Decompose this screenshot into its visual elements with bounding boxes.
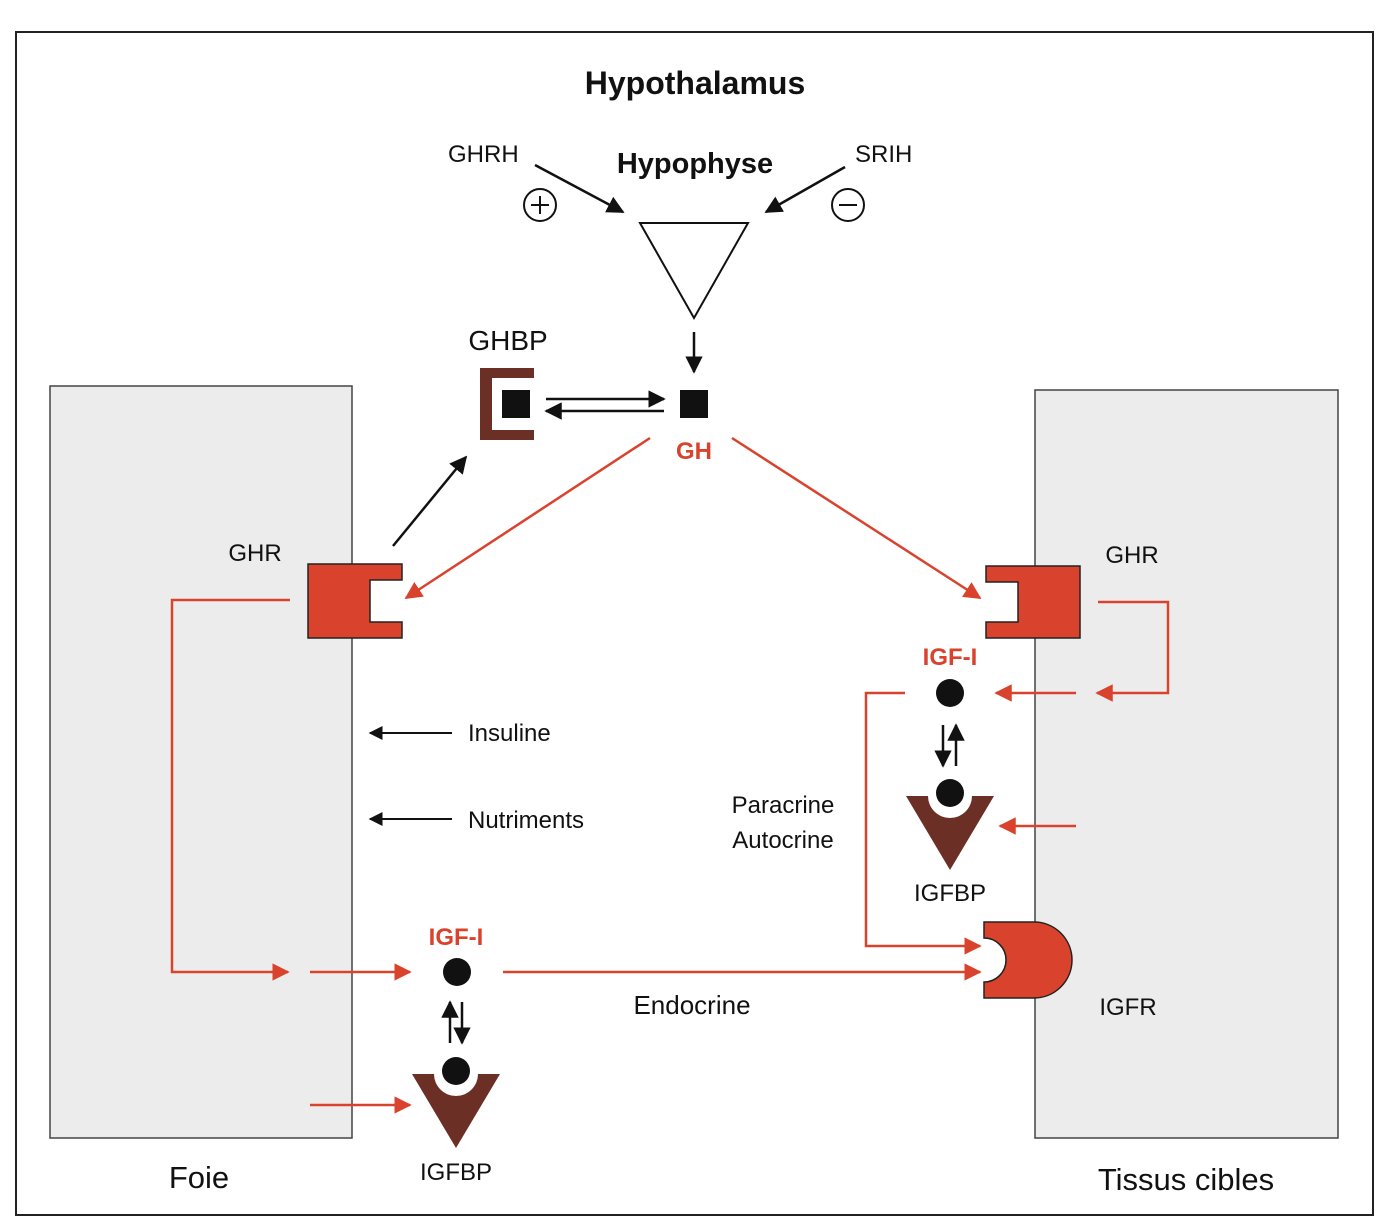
endocrine-label: Endocrine [633,990,750,1020]
ghr-left-label: GHR [228,540,281,567]
gh-to-target-arrow [731,436,982,600]
igfr-receptor-icon [983,921,1073,999]
pituitary-triangle-icon [638,222,750,321]
paracrine-label: Paracrine [732,792,835,819]
target-tissue-label: Tissus cibles [1098,1162,1274,1197]
ghr-right-receptor-icon [985,565,1081,639]
ghbp-label: GHBP [468,325,547,356]
nutrients-label: Nutriments [468,807,584,834]
hypothalamus-title: Hypothalamus [585,65,805,101]
inhibition-minus-icon [831,188,865,222]
ghr-right-label: GHR [1105,542,1158,569]
gh-to-liver-arrow [404,436,651,600]
stimulation-plus-icon [523,188,557,222]
ghrh-arrow [534,163,625,214]
liver-panel [49,385,353,1139]
autocrine-label: Autocrine [732,827,833,854]
target-tissue-panel [1034,389,1339,1139]
igf-left-circle-icon [443,958,471,986]
igfbp-right-bound-igf-icon [936,779,964,807]
igfbp-right-icon [906,796,994,870]
igfbp-left-icon [412,1074,500,1148]
igfbp-left-bound-igf-icon [442,1057,470,1085]
ghbp-bracket-icon [480,368,534,440]
hypophyse-label: Hypophyse [617,148,773,180]
liver-signal-path [170,598,290,981]
igf-right-label: IGF-I [923,644,978,671]
srih-arrow [764,165,846,214]
ghr-left-receptor-icon [307,563,403,639]
liver-label: Foie [169,1160,229,1195]
igfbp-right-label: IGFBP [914,880,986,907]
srih-label: SRIH [855,141,912,168]
ghrh-label: GHRH [448,141,519,168]
gh-square-icon [680,390,708,418]
target-signal-path [1095,600,1170,702]
gh-label: GH [676,438,712,465]
ghbp-bound-gh-icon [502,390,530,418]
insulin-label: Insuline [468,720,551,747]
paracrine-path [864,691,982,955]
igfbp-left-label: IGFBP [420,1159,492,1186]
igf-right-circle-icon [936,679,964,707]
igf-left-label: IGF-I [429,924,484,951]
ghr-to-ghbp-arrow [392,455,468,547]
igfr-label: IGFR [1099,994,1156,1021]
